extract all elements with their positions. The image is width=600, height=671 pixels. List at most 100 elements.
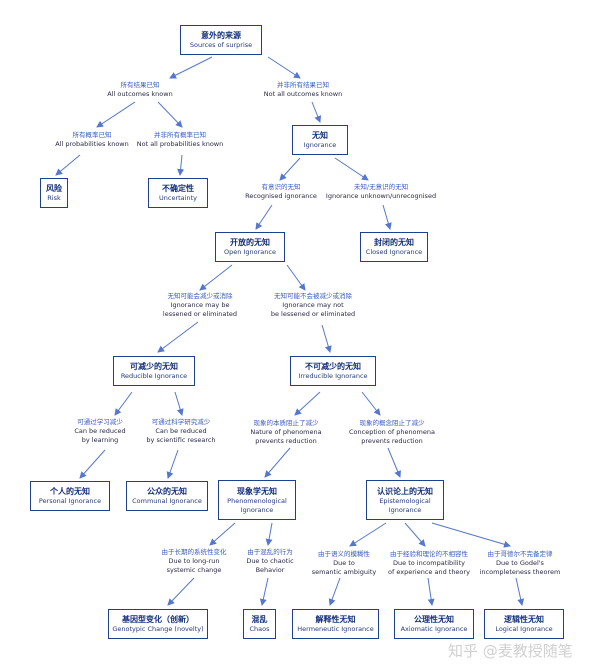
arrow-godel-to-logical [515,577,525,606]
node-cn-label: 不可减少的无知 [305,362,361,371]
edge-en-label: Ignorance unknown/unrecognised [325,192,437,200]
node-open-ignorance: 开放的无知 Open Ignorance [215,232,285,262]
edge-cn-label: 未知/无意识的无知 [353,183,409,191]
edge-label-may-be-lessened: 无知可能会减少或消除 Ignorance may be lessened or … [150,292,250,319]
arrow-epistemological-to-godel [431,522,511,548]
node-cn-label: 不确定性 [162,184,194,193]
edge-label-nature-of-phenomena: 现象的本质阻止了减少 Nature of phenomena prevents … [238,419,334,446]
edge-en-label: Ignorance may not be lessened or elimina… [270,301,356,318]
arrow-may-not-to-irreducible [321,324,332,353]
arrow-phenomenological-to-chaotic [265,522,273,546]
node-en-label: Logical Ignorance [495,625,553,633]
zhihu-watermark: 知乎 @麦教授随笔 [448,642,573,660]
node-cn-label: 个人的无知 [50,487,90,496]
edge-cn-label: 现象的概念阻止了减少 [359,419,425,427]
edge-cn-label: 并非所有概率已知 [154,131,206,139]
edge-cn-label: 可通过科学研究减少 [151,418,211,426]
node-communal-ignorance: 公众的无知 Communal Ignorance [126,481,208,511]
edge-en-label: Due to incompatibility of experience and… [388,559,470,576]
node-cn-label: 开放的无知 [230,238,270,247]
edge-label-may-not-be-lessened: 无知可能不会被减少或消除 Ignorance may not be lessen… [258,292,368,319]
edge-en-label: Can be reduced by learning [74,427,126,444]
edge-en-label: Due to chaotic Behavior [246,557,294,574]
arrow-chaotic-to-chaos [259,577,269,606]
node-personal-ignorance: 个人的无知 Personal Ignorance [30,481,110,511]
node-hermeneutic-ignorance: 解释性无知 Hermeneutic Ignorance [292,609,379,639]
edge-cn-label: 有意识的无知 [261,183,301,191]
arrow-research-to-communal [166,449,179,479]
arrow-epistemological-to-incompat [404,522,426,547]
arrow-all-known-to-not-all-prob [157,101,183,128]
edge-label-long-run-change: 由于长期的系统性变化 Due to long-run systemic chan… [146,548,242,575]
arrow-not-all-prob-to-uncertainty [177,154,185,176]
edge-cn-label: 由于混乱的行为 [247,548,293,556]
edge-label-not-all-outcomes-known: 并非所有结果已知 Not all outcomes known [253,81,353,99]
edge-cn-label: 可通过学习减少 [77,418,123,426]
edge-label-reduced-by-research: 可通过科学研究减少 Can be reduced by scientific r… [136,418,226,445]
arrow-not-all-known-to-ignorance [311,101,322,123]
edge-en-label: All probabilities known [55,140,129,148]
node-en-label: Open Ignorance [224,248,276,256]
node-sources-of-surprise: 意外的来源 Sources of surprise [180,25,262,55]
node-axiomatic-ignorance: 公理性无知 Axiomatic Ignorance [394,609,474,639]
edge-cn-label: 无知可能会减少或消除 [167,292,233,300]
node-epistemological-ignorance: 认识论上的无知 Epistemological Ignorance [366,480,444,520]
node-cn-label: 封闭的无知 [374,238,414,247]
arrow-unknown-to-closed [382,204,392,230]
node-en-label: Closed Ignorance [365,248,423,256]
arrow-root-to-not-all-known [267,56,301,79]
arrow-reducible-to-learning [114,391,133,416]
edge-label-semantic-ambiguity: 由于语义的模糊性 Due to semantic ambiguity [304,550,384,577]
node-cn-label: 基因型变化（创新） [122,615,194,624]
node-closed-ignorance: 封闭的无知 Closed Ignorance [360,232,428,262]
edge-label-ignorance-unknown: 未知/无意识的无知 Ignorance unknown/unrecognised [322,183,440,201]
node-cn-label: 现象学无知 [237,486,277,496]
node-cn-label: 混乱 [251,615,268,624]
node-cn-label: 解释性无知 [315,615,356,624]
arrow-open-to-may-lessen [199,264,233,291]
edge-cn-label: 所有概率已知 [72,131,112,139]
edge-label-conception-of-phenomena: 现象的概念阻止了减少 Conception of phenomena preve… [340,419,444,446]
arrow-learning-to-personal [79,449,106,479]
node-cn-label: 意外的来源 [201,31,241,40]
node-en-label: Communal Ignorance [132,497,202,505]
edge-en-label: Can be reduced by scientific research [146,427,216,444]
node-cn-label: 公众的无知 [147,487,187,496]
arrow-irreducible-to-conception [361,391,381,416]
edge-label-chaotic-behavior: 由于混乱的行为 Due to chaotic Behavior [232,548,308,575]
edge-en-label: Not all outcomes known [263,90,343,98]
node-cn-label: 公理性无知 [414,615,454,624]
edge-en-label: Due to Godel's incompleteness theorem [479,559,561,576]
node-ignorance: 无知 Ignorance [292,125,348,155]
arrow-root-to-all-known [169,56,213,79]
node-en-label: Sources of surprise [189,41,253,49]
node-phenomenological-ignorance: 现象学无知 Phenomenological Ignorance [218,480,296,520]
arrow-irreducible-to-nature [294,391,321,416]
arrow-reducible-to-research [174,391,184,416]
edge-cn-label: 现象的本质阻止了减少 [253,419,319,427]
edge-en-label: Nature of phenomena prevents reduction [250,428,322,445]
edge-label-incompatibility: 由于经验和理论的不相容性 Due to incompatibility of e… [378,550,480,577]
edge-label-godel-theorem: 由于哥德尔不完备定律 Due to Godel's incompleteness… [470,550,570,577]
node-irreducible-ignorance: 不可减少的无知 Irreducible Ignorance [290,356,376,386]
edge-label-reduced-by-learning: 可通过学习减少 Can be reduced by learning [62,418,138,445]
node-en-label: Hermeneutic Ignorance [297,625,374,633]
node-cn-label: 风险 [46,184,62,193]
arrow-all-prob-to-risk [55,154,81,176]
arrow-long-run-to-genotypic [167,577,195,606]
node-en-label: Ignorance [303,141,337,149]
edge-en-label: Due to semantic ambiguity [311,559,377,576]
arrow-ignorance-to-unknown [334,157,369,181]
edge-label-not-all-probabilities-known: 并非所有概率已知 Not all probabilities known [130,131,230,149]
arrow-may-lessen-to-reducible [157,321,199,353]
node-en-label: Chaos [249,625,270,633]
edge-en-label: Recognised ignorance [245,192,317,200]
edge-en-label: Ignorance may be lessened or eliminated [162,301,238,318]
node-en-label: Epistemological Ignorance [379,496,431,514]
node-logical-ignorance: 逻辑性无知 Logical Ignorance [484,609,564,639]
arrow-semantic-to-hermeneutic [328,577,341,606]
node-en-label: Uncertainty [159,194,197,202]
edge-cn-label: 由于哥德尔不完备定律 [487,550,553,558]
